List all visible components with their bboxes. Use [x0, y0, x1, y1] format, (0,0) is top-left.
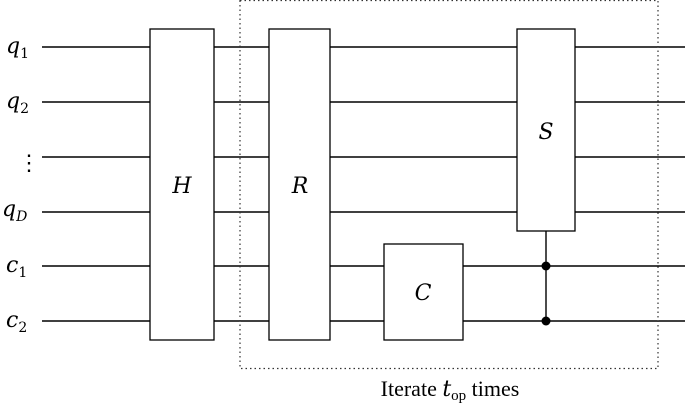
gate-c-label: C: [415, 281, 432, 306]
gate-c-box: [383, 243, 464, 341]
iteration-caption: Iterate top times: [381, 376, 520, 404]
wire-label-ellipsis: ⋮: [18, 151, 40, 176]
gate-s: S: [516, 28, 576, 326]
gate-r: R: [268, 28, 331, 341]
wires: [42, 46, 685, 322]
wire-label-q1: q1: [6, 34, 29, 62]
wire-label-c1: c1: [6, 253, 27, 281]
gate-r-label: R: [291, 174, 309, 199]
control-dot-c1: [541, 261, 551, 271]
wire-label-qD: qD: [2, 197, 27, 225]
gate-h: H: [149, 28, 215, 341]
wire-labels: q1 q2 ⋮ qD c1 c2: [2, 34, 40, 336]
iteration-box: [239, 0, 659, 370]
gate-s-box: [516, 28, 576, 232]
gate-s-label: S: [538, 120, 553, 145]
control-dot-c2: [541, 316, 551, 326]
gate-c: C: [383, 243, 464, 341]
wire-label-q2: q2: [6, 89, 29, 117]
gate-r-box: [268, 28, 331, 341]
gate-h-box: [149, 28, 215, 341]
wire-label-c2: c2: [6, 308, 27, 336]
gate-h-label: H: [171, 174, 192, 199]
